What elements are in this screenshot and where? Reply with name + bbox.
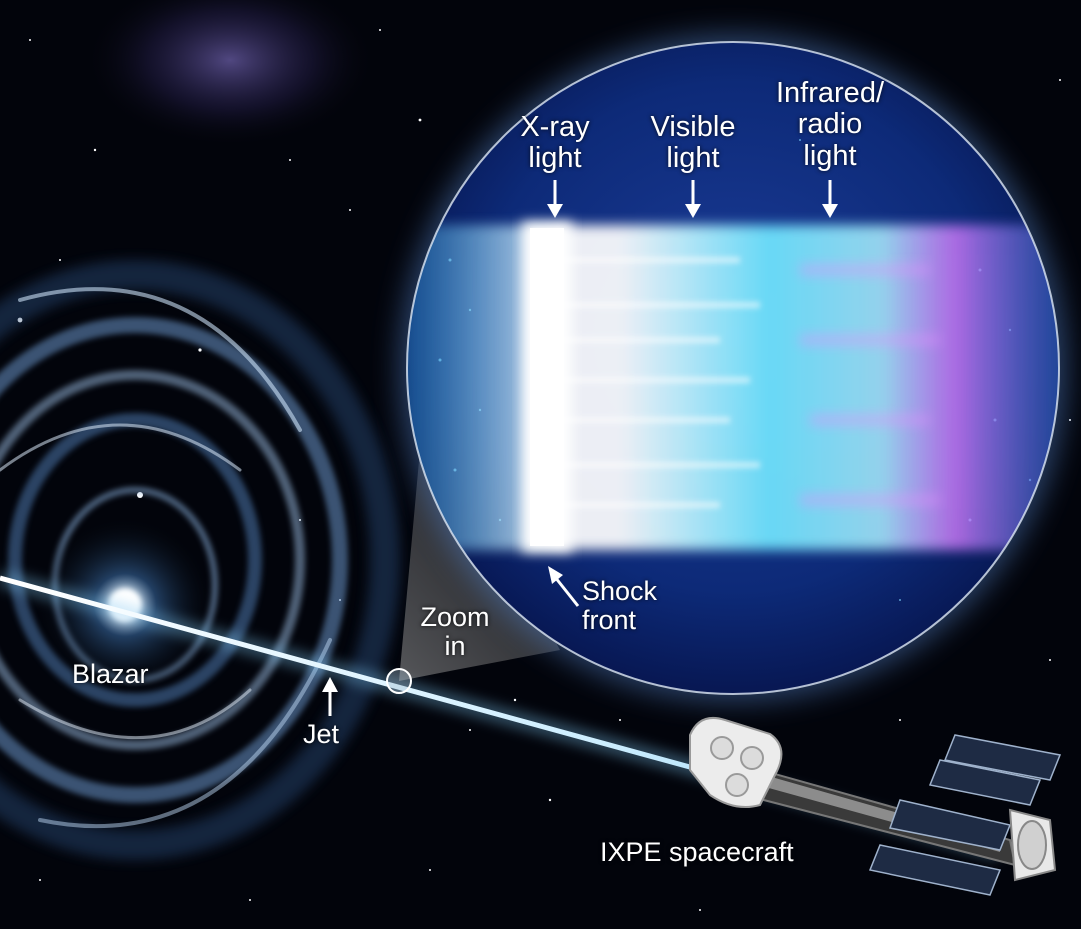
xray-line-1: X-ray [520, 111, 590, 143]
ixpe-spacecraft-icon [689, 716, 1062, 896]
visible-line-1: Visible [650, 111, 736, 143]
xray-line-2: light [528, 142, 582, 175]
ixpe-spacecraft-label: IXPE spacecraft [600, 837, 794, 867]
visible-light-label: Visible light [628, 111, 758, 175]
nebula-cloud [80, 0, 380, 150]
blazar-label: Blazar [72, 659, 149, 689]
visible-line-2: light [666, 142, 720, 175]
down-arrow-icon [822, 180, 838, 218]
infrared-radio-light-label: Infrared/ radio light [756, 77, 904, 172]
zoom-line-1: Zoom [420, 602, 490, 632]
up-arrow-icon [322, 677, 338, 716]
jet-label: Jet [303, 719, 340, 749]
infrared-line-1: Infrared/ [776, 77, 884, 109]
infrared-line-2: radio [797, 108, 863, 141]
infrared-line-3: light [803, 139, 857, 172]
down-arrow-icon [685, 180, 701, 218]
shock-line-2: front [582, 605, 637, 636]
shock-line-1: Shock [582, 576, 658, 606]
xray-light-label: X-ray light [505, 111, 605, 175]
diagonal-arrow-icon [548, 566, 580, 607]
zoom-view [407, 42, 1059, 694]
emission-band [407, 225, 1059, 550]
zoom-line-2: in [444, 631, 466, 662]
down-arrow-icon [547, 180, 563, 218]
galaxy-swirl [0, 260, 400, 860]
zoom-circle-icon [386, 668, 412, 694]
shock-front-label: Shock front [582, 576, 658, 636]
zoom-in-label: Zoom in [395, 602, 515, 662]
zoom-circle-border [406, 41, 1060, 695]
